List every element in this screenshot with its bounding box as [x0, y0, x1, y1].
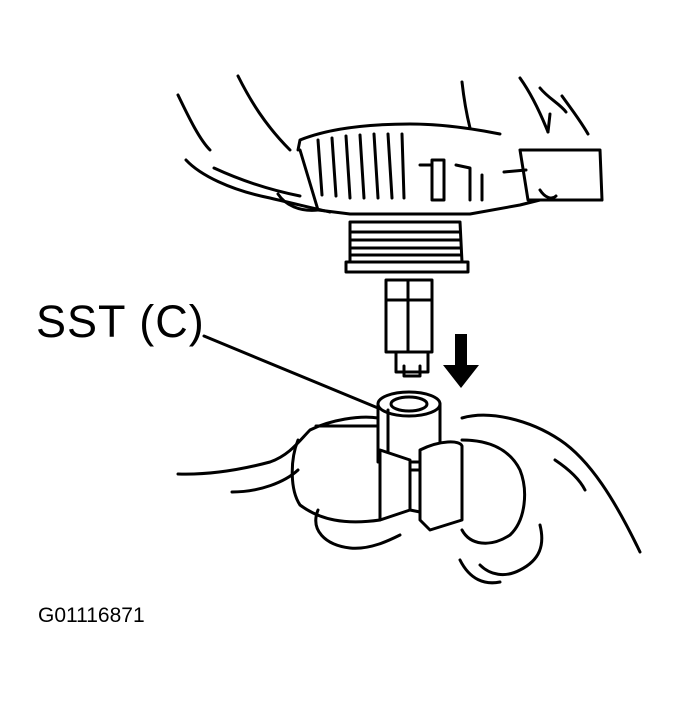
pulley — [344, 220, 470, 274]
down-arrow-icon — [443, 334, 479, 388]
alternator-body — [296, 122, 604, 216]
lower-hands — [176, 413, 642, 585]
sst-callout-label: SST (C) — [36, 296, 205, 347]
callout-leader — [202, 334, 380, 410]
shaft-hex — [384, 278, 434, 378]
vise-holder — [378, 440, 464, 532]
figure-id: G01116871 — [38, 604, 145, 627]
